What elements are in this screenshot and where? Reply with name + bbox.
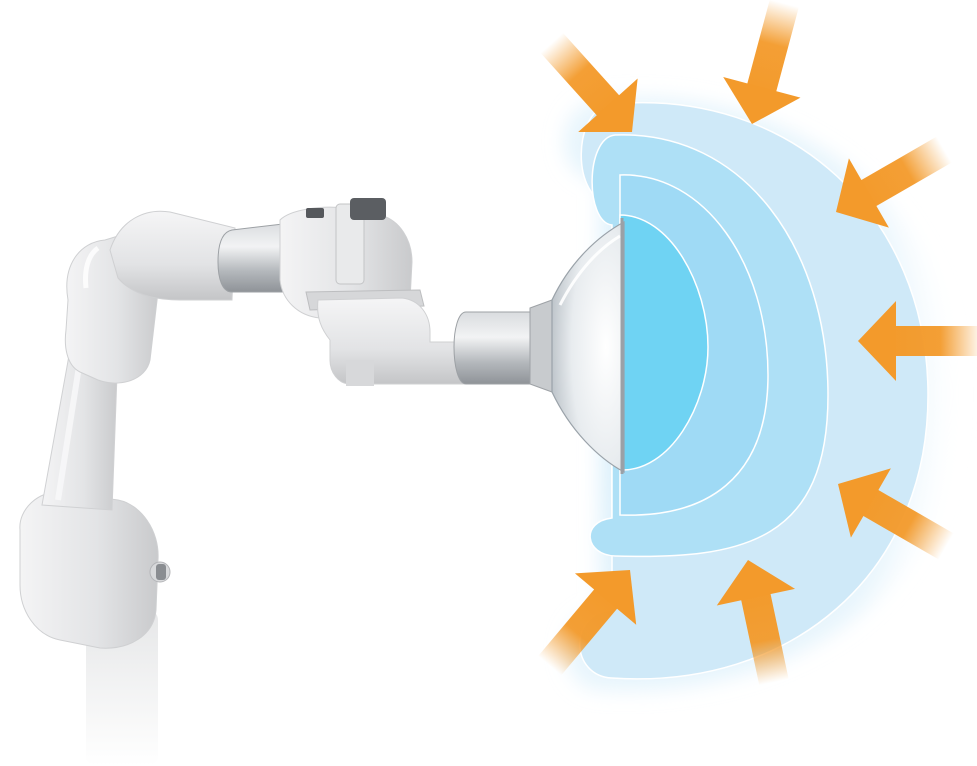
arrow-right xyxy=(858,301,977,381)
arrow-lower-right xyxy=(838,468,954,560)
capture-zone-inner xyxy=(619,214,709,471)
arm-forearm-bend xyxy=(317,297,471,385)
arm-base-column xyxy=(86,610,158,766)
arrow-top xyxy=(723,0,801,124)
hood-collar xyxy=(529,299,553,393)
capture-zone xyxy=(564,97,962,691)
arm-top-cap xyxy=(350,198,386,220)
extraction-hood xyxy=(551,220,625,474)
arrow-upper-right xyxy=(836,136,952,228)
arm-upper-segment xyxy=(109,210,236,301)
arrow-bottom-left xyxy=(538,570,637,676)
extraction-arm xyxy=(19,198,625,766)
arm-lower-joint xyxy=(19,491,159,649)
arrow-bottom xyxy=(716,560,796,686)
